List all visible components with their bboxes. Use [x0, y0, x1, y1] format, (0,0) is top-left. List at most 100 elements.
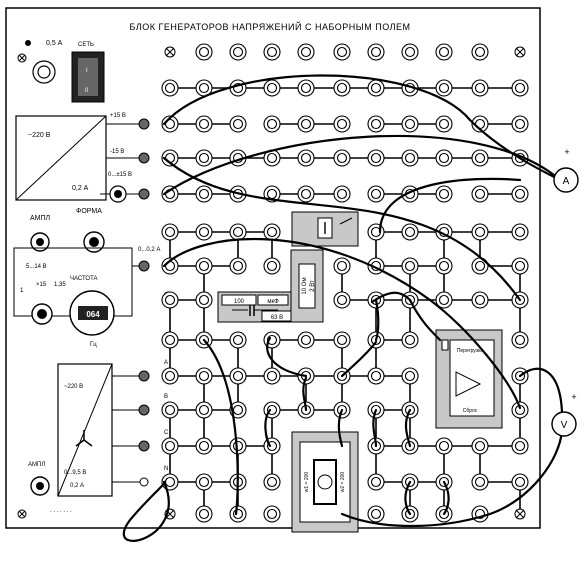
socket[interactable] [229, 79, 247, 97]
socket[interactable] [195, 43, 213, 61]
voltmeter[interactable]: V + [551, 392, 577, 437]
socket[interactable] [195, 473, 213, 491]
socket[interactable] [367, 115, 385, 133]
capacitor-module[interactable]: 100 мкФ 63 В [217, 291, 301, 323]
switch-module[interactable] [291, 211, 359, 247]
socket[interactable] [297, 79, 315, 97]
socket[interactable] [471, 257, 489, 275]
fg-range-switch[interactable] [31, 303, 53, 325]
socket[interactable] [367, 291, 385, 309]
socket[interactable] [367, 505, 385, 523]
socket[interactable] [511, 437, 529, 455]
socket[interactable] [511, 401, 529, 419]
socket[interactable] [263, 43, 281, 61]
socket[interactable] [195, 79, 213, 97]
socket[interactable] [511, 115, 529, 133]
socket[interactable] [471, 473, 489, 491]
socket[interactable] [367, 367, 385, 385]
socket[interactable] [263, 505, 281, 523]
socket[interactable] [333, 43, 351, 61]
socket[interactable] [297, 43, 315, 61]
socket[interactable] [195, 367, 213, 385]
socket[interactable] [511, 79, 529, 97]
socket[interactable] [401, 257, 419, 275]
socket[interactable] [511, 473, 529, 491]
socket[interactable] [229, 43, 247, 61]
socket[interactable] [511, 257, 529, 275]
socket[interactable] [435, 291, 453, 309]
socket[interactable] [195, 115, 213, 133]
socket[interactable] [367, 149, 385, 167]
socket[interactable] [161, 291, 179, 309]
socket[interactable] [401, 223, 419, 241]
socket[interactable] [435, 149, 453, 167]
socket[interactable] [367, 79, 385, 97]
socket[interactable] [195, 223, 213, 241]
socket[interactable] [471, 149, 489, 167]
socket[interactable] [471, 185, 489, 203]
socket[interactable] [297, 149, 315, 167]
socket[interactable] [229, 331, 247, 349]
socket[interactable] [367, 43, 385, 61]
socket[interactable] [511, 185, 529, 203]
ammeter[interactable]: A + [553, 147, 579, 193]
socket[interactable] [297, 115, 315, 133]
socket[interactable] [161, 331, 179, 349]
socket[interactable] [297, 331, 315, 349]
socket[interactable] [161, 437, 179, 455]
socket[interactable] [333, 331, 351, 349]
socket[interactable] [367, 473, 385, 491]
socket[interactable] [195, 257, 213, 275]
socket[interactable] [229, 257, 247, 275]
socket[interactable] [511, 331, 529, 349]
socket[interactable] [471, 223, 489, 241]
socket[interactable] [195, 185, 213, 203]
socket[interactable] [161, 367, 179, 385]
socket[interactable] [229, 505, 247, 523]
socket[interactable] [435, 43, 453, 61]
socket[interactable] [161, 115, 179, 133]
socket[interactable] [333, 79, 351, 97]
socket[interactable] [195, 505, 213, 523]
socket[interactable] [471, 505, 489, 523]
socket[interactable] [435, 437, 453, 455]
socket[interactable] [511, 223, 529, 241]
socket[interactable] [161, 223, 179, 241]
socket[interactable] [333, 291, 351, 309]
socket[interactable] [263, 473, 281, 491]
socket[interactable] [161, 401, 179, 419]
socket[interactable] [471, 291, 489, 309]
socket[interactable] [471, 437, 489, 455]
socket[interactable] [333, 149, 351, 167]
socket[interactable] [195, 401, 213, 419]
socket[interactable] [263, 367, 281, 385]
socket[interactable] [263, 257, 281, 275]
resistor-module[interactable]: 10 Ом 2 Вт [290, 249, 324, 323]
socket[interactable] [195, 437, 213, 455]
socket[interactable] [471, 43, 489, 61]
socket[interactable] [435, 115, 453, 133]
socket[interactable] [435, 79, 453, 97]
socket[interactable] [401, 149, 419, 167]
socket[interactable] [229, 115, 247, 133]
socket[interactable] [195, 291, 213, 309]
socket[interactable] [333, 115, 351, 133]
socket[interactable] [333, 257, 351, 275]
socket[interactable] [229, 223, 247, 241]
socket[interactable] [471, 79, 489, 97]
socket[interactable] [401, 115, 419, 133]
socket[interactable] [263, 115, 281, 133]
socket[interactable] [471, 115, 489, 133]
socket[interactable] [161, 79, 179, 97]
socket[interactable] [195, 149, 213, 167]
opamp-module[interactable]: Перегрузка Сброс [435, 329, 503, 429]
socket[interactable] [435, 185, 453, 203]
socket[interactable] [333, 185, 351, 203]
socket[interactable] [401, 43, 419, 61]
socket[interactable] [367, 185, 385, 203]
socket[interactable] [367, 223, 385, 241]
socket[interactable] [297, 185, 315, 203]
socket[interactable] [229, 367, 247, 385]
socket[interactable] [401, 367, 419, 385]
socket[interactable] [401, 331, 419, 349]
